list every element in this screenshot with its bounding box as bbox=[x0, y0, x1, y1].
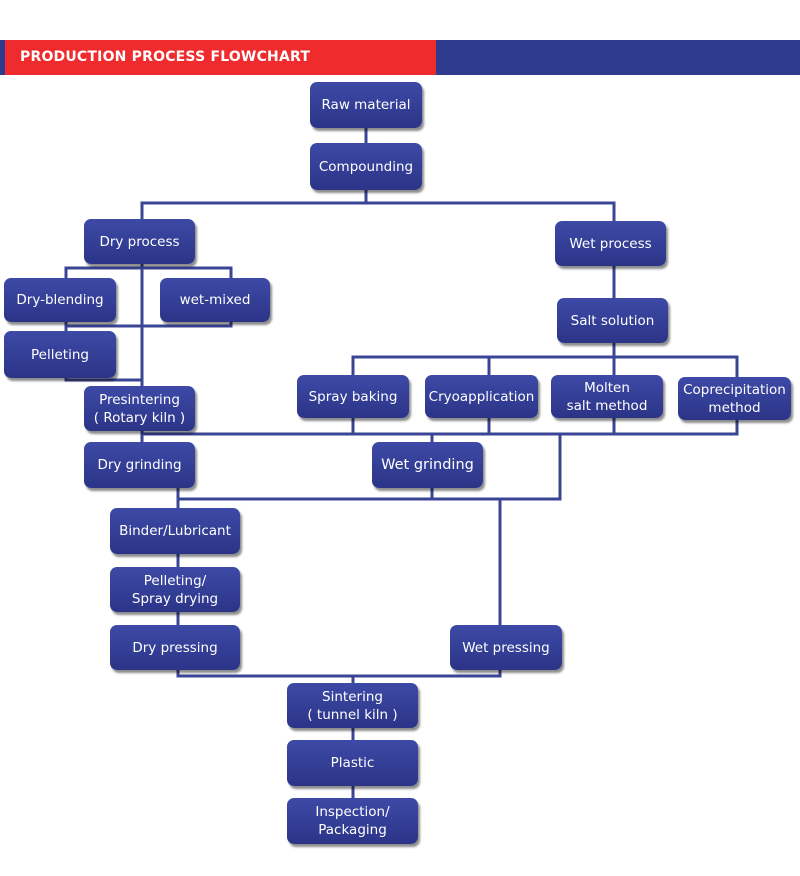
node-salt-solution: Salt solution bbox=[557, 298, 668, 343]
node-dry-process: Dry process bbox=[84, 219, 195, 264]
node-pelleting: Pelleting bbox=[4, 331, 116, 378]
node-wet-process: Wet process bbox=[555, 221, 666, 266]
node-plastic: Plastic bbox=[287, 740, 418, 786]
node-wet-mixed: wet-mixed bbox=[160, 278, 270, 322]
node-dry-pressing: Dry pressing bbox=[110, 625, 240, 670]
header-red-bar bbox=[0, 40, 436, 75]
node-wet-pressing: Wet pressing bbox=[450, 625, 562, 670]
node-inspection-packaging: Inspection/ Packaging bbox=[287, 798, 418, 844]
node-wet-grinding: Wet grinding bbox=[372, 442, 483, 488]
node-dry-blending: Dry-blending bbox=[4, 278, 116, 322]
node-pelleting-spray-drying: Pelleting/ Spray drying bbox=[110, 567, 240, 612]
node-dry-grinding: Dry grinding bbox=[84, 442, 195, 488]
node-spray-baking: Spray baking bbox=[297, 375, 409, 418]
node-cryoapplication: Cryoapplication bbox=[425, 375, 538, 418]
header-notch bbox=[0, 40, 5, 75]
node-binder-lubricant: Binder/Lubricant bbox=[110, 508, 240, 554]
node-molten-salt-method: Molten salt method bbox=[551, 375, 663, 418]
node-compounding: Compounding bbox=[310, 143, 422, 190]
header-navy-bar bbox=[436, 40, 800, 75]
header-banner: PRODUCTION PROCESS FLOWCHART bbox=[0, 40, 800, 75]
node-coprecipitation-method: Coprecipitation method bbox=[678, 377, 791, 420]
page-title: PRODUCTION PROCESS FLOWCHART bbox=[20, 49, 311, 65]
node-presintering: Presintering ( Rotary kiln ) bbox=[84, 386, 195, 431]
node-raw-material: Raw material bbox=[310, 82, 422, 128]
node-sintering: Sintering ( tunnel kiln ) bbox=[287, 683, 418, 728]
